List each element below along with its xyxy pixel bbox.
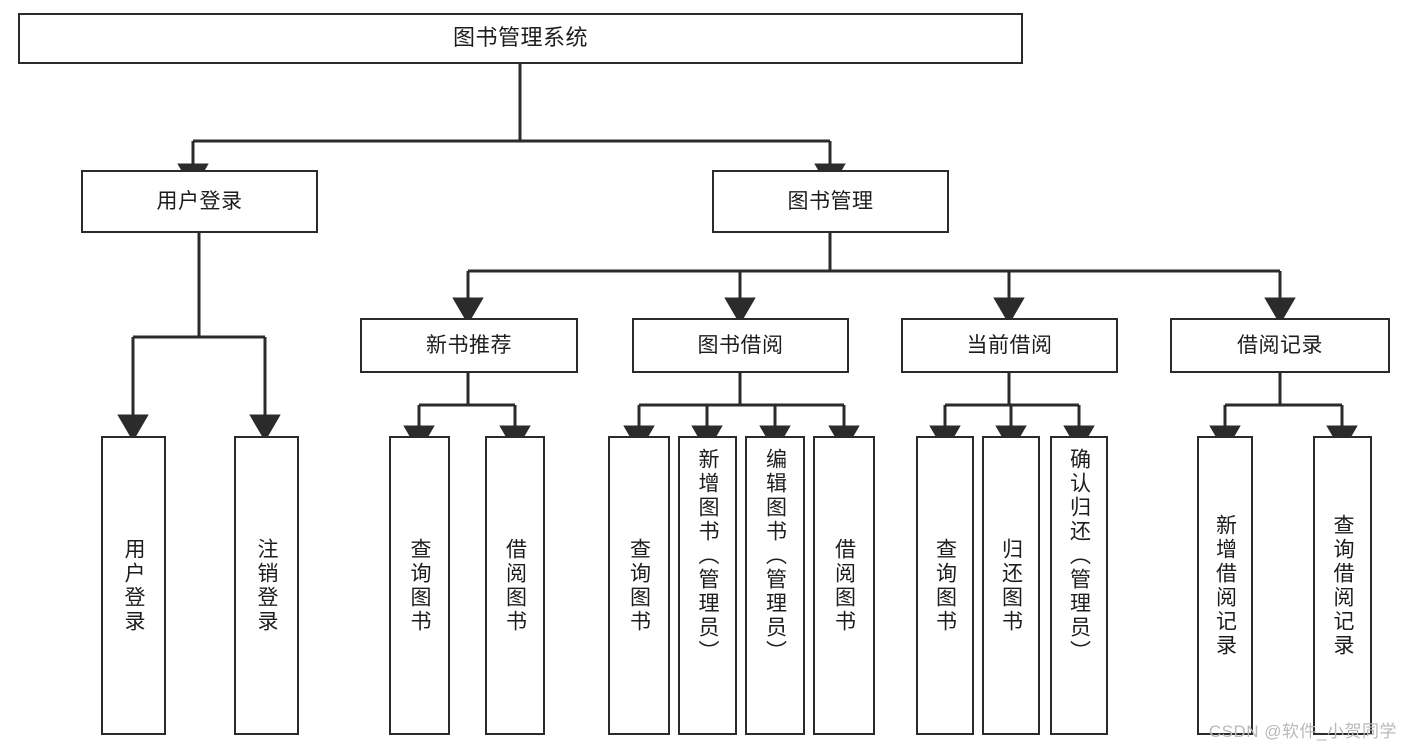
leaf-query-borrow-record[interactable]: 查询借阅记录 (1313, 436, 1372, 735)
leaf-logout[interactable]: 注销登录 (234, 436, 299, 735)
node-label: 图书管理系统 (452, 25, 588, 51)
node-current-borrow[interactable]: 当前借阅 (901, 318, 1118, 373)
watermark: CSDN @软件_小贺同学 (1208, 722, 1397, 741)
leaf-query-book-current[interactable]: 查询图书 (916, 436, 974, 735)
leaf-query-book-recommend[interactable]: 查询图书 (389, 436, 450, 735)
node-label: 查询图书 (627, 537, 651, 634)
leaf-edit-book-admin[interactable]: 编辑图书（管理员） (745, 436, 805, 735)
node-label: 查询借阅记录 (1331, 513, 1354, 658)
node-label: 注销登录 (255, 537, 278, 634)
leaf-borrow-book-recommend[interactable]: 借阅图书 (485, 436, 545, 735)
node-label: 新增图书（管理员） (696, 448, 719, 664)
node-book-management[interactable]: 图书管理 (712, 170, 949, 233)
leaf-return-book[interactable]: 归还图书 (982, 436, 1040, 735)
leaf-confirm-return-admin[interactable]: 确认归还（管理员） (1050, 436, 1108, 735)
node-root-system[interactable]: 图书管理系统 (18, 13, 1023, 64)
node-label: 图书管理 (787, 189, 874, 213)
node-label: 借阅记录 (1237, 333, 1323, 357)
node-label: 编辑图书（管理员） (763, 448, 787, 664)
node-label: 用户登录 (122, 537, 145, 634)
node-label: 用户登录 (156, 189, 243, 213)
node-label: 确认归还（管理员） (1067, 448, 1091, 664)
node-label: 借阅图书 (503, 537, 527, 634)
node-label: 借阅图书 (832, 537, 856, 634)
node-label: 查询图书 (408, 537, 431, 634)
node-label: 查询图书 (933, 537, 957, 634)
leaf-query-book-borrow[interactable]: 查询图书 (608, 436, 670, 735)
leaf-user-login[interactable]: 用户登录 (101, 436, 166, 735)
node-borrow-record[interactable]: 借阅记录 (1170, 318, 1390, 373)
leaf-add-borrow-record[interactable]: 新增借阅记录 (1197, 436, 1253, 735)
node-new-book-recommend[interactable]: 新书推荐 (360, 318, 578, 373)
node-book-borrow[interactable]: 图书借阅 (632, 318, 849, 373)
node-label: 新书推荐 (426, 333, 512, 357)
node-label: 新增借阅记录 (1213, 513, 1237, 658)
node-label: 当前借阅 (966, 333, 1053, 357)
node-label: 图书借阅 (697, 333, 784, 357)
leaf-add-book-admin[interactable]: 新增图书（管理员） (678, 436, 737, 735)
leaf-borrow-book[interactable]: 借阅图书 (813, 436, 875, 735)
node-label: 归还图书 (999, 537, 1023, 634)
node-user-login[interactable]: 用户登录 (81, 170, 318, 233)
